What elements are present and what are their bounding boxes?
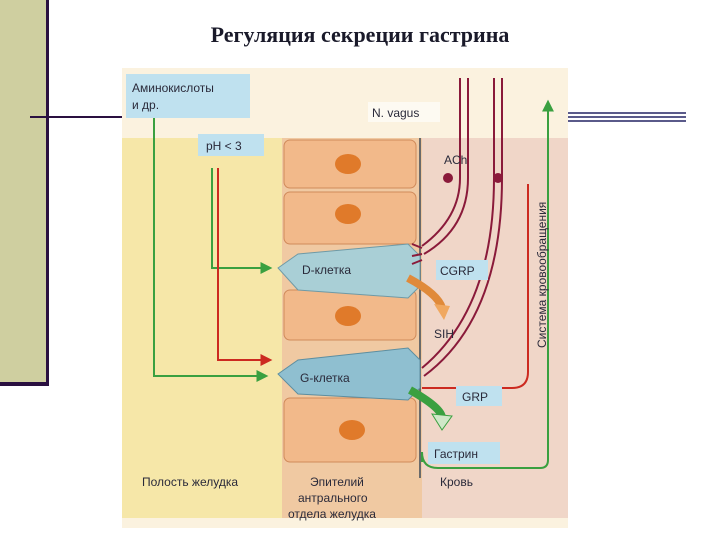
ph-box: [198, 134, 264, 156]
blood-label: Кровь: [440, 475, 473, 489]
nucleus: [335, 306, 361, 326]
nucleus: [335, 154, 361, 174]
vagus-nerve-fibres: [411, 78, 503, 377]
diagram-svg: Аминокислоты и др. pH < 3 N. vagus ACh С…: [122, 68, 568, 528]
stomach-lumen: [122, 138, 282, 518]
ph-label: pH < 3: [206, 139, 242, 153]
slide-title: Регуляция секреции гастрина: [210, 22, 510, 47]
grp-box: [456, 386, 502, 406]
blood-loop-line: [422, 184, 529, 389]
g-cell-label: G-клетка: [300, 371, 350, 385]
circulation-arrow: [421, 99, 554, 469]
title-rule-right: [566, 112, 686, 124]
slide-sidebar: [0, 0, 46, 384]
vagus-label: N. vagus: [372, 106, 419, 120]
d-cell-label: D-клетка: [302, 263, 351, 277]
nucleus: [335, 204, 361, 224]
sih-label: SIH: [434, 327, 454, 341]
epithelium-label-1: Эпителий: [310, 475, 364, 489]
nucleus: [339, 420, 365, 440]
gastrin-label: Гастрин: [434, 447, 478, 461]
vagus-box: [368, 102, 440, 122]
amino-acids-box: [126, 74, 250, 118]
ph-to-d-cell-arrow: [211, 168, 273, 274]
ach-synapse-dot: [443, 173, 453, 183]
ach-label: ACh: [444, 153, 467, 167]
ach-synapse-dot: [493, 173, 503, 183]
cgrp-box: [436, 260, 488, 280]
title-rule-left: [30, 116, 122, 118]
d-cell: [277, 243, 421, 299]
circulation-label: Система кровообращения: [535, 202, 549, 348]
amino-acids-label-2: и др.: [132, 98, 159, 112]
grp-label: GRP: [462, 390, 488, 404]
cgrp-label: CGRP: [440, 264, 475, 278]
gastrin-regulation-diagram: Аминокислоты и др. pH < 3 N. vagus ACh С…: [122, 68, 568, 528]
amino-acid-arrow: [153, 116, 269, 382]
stomach-cavity-label: Полость желудка: [142, 475, 238, 489]
epithelial-cells: [283, 139, 417, 463]
gastrin-box: [428, 442, 500, 464]
g-cell: [277, 347, 421, 401]
gastrin-arrow-head: [431, 413, 453, 431]
sidebar-border: [46, 0, 49, 386]
ph-to-g-cell-arrow: [217, 168, 273, 366]
epithelium-label-2: антрального: [298, 491, 368, 505]
sidebar-footer-line: [0, 382, 49, 386]
sih-arrow-head: [434, 304, 450, 320]
epithelium-label-3: отдела желудка: [288, 507, 376, 521]
amino-acids-label-1: Аминокислоты: [132, 81, 214, 95]
